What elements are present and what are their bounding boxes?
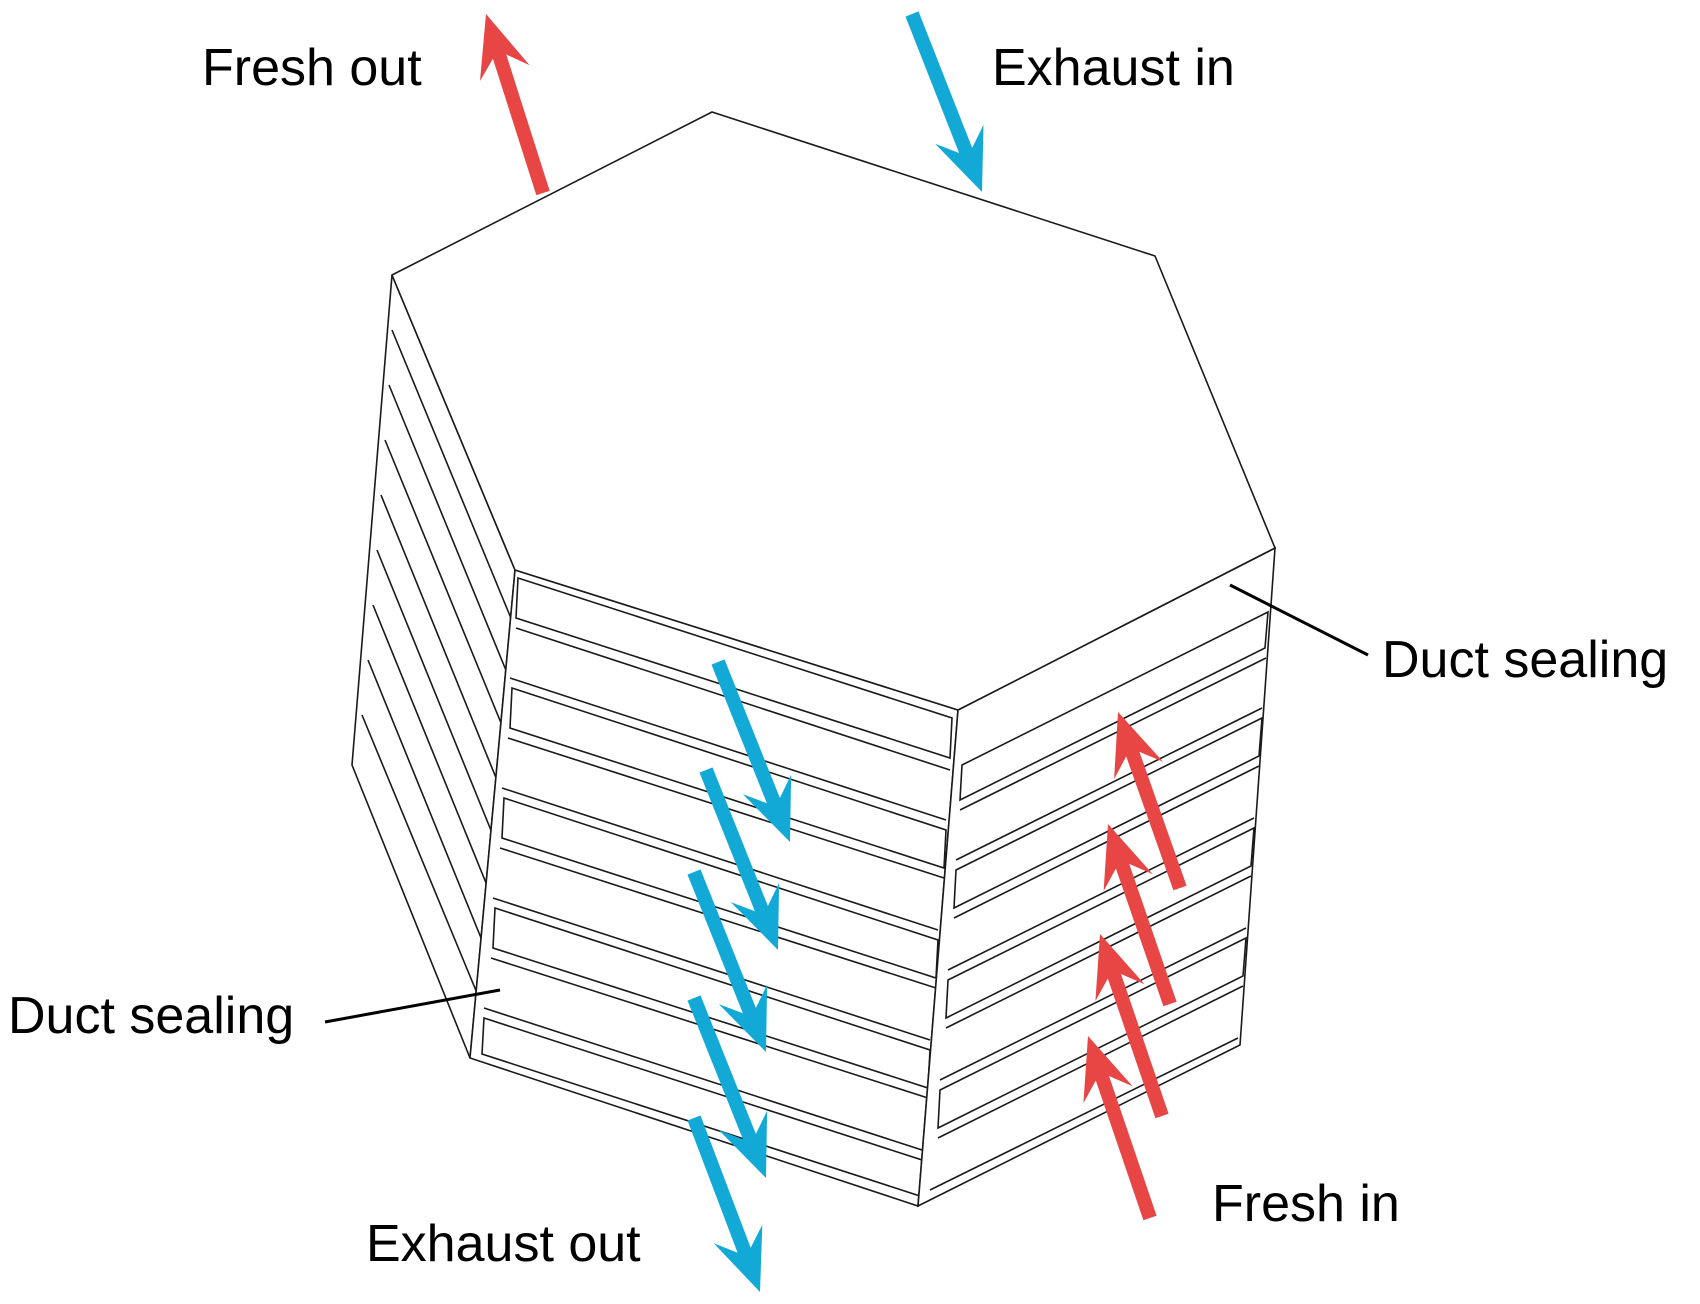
exhaust-arrow-4 <box>687 995 768 1178</box>
fresh-out-label: Fresh out <box>202 39 422 97</box>
exhaust-arrow-3 <box>687 869 768 1052</box>
fresh-arrow-1 <box>1114 712 1187 891</box>
duct-sealing-left-label: Duct sealing <box>8 987 295 1045</box>
fresh-in-arrow <box>1083 1036 1157 1221</box>
fresh-arrow-2 <box>1103 824 1177 1007</box>
duct-sealing-left-leader <box>324 988 501 1024</box>
left-side-face <box>351 274 516 1059</box>
front-right-face <box>917 546 1276 1208</box>
exhaust-in-label: Exhaust in <box>992 39 1235 97</box>
fresh-in-label: Fresh in <box>1212 1175 1400 1233</box>
flow-arrows <box>480 11 1187 1292</box>
fresh-arrow-3 <box>1095 934 1169 1119</box>
duct-sealing-right-label: Duct sealing <box>1382 631 1669 689</box>
exhaust-arrow-1 <box>711 659 792 842</box>
exhaust-arrow-2 <box>699 767 780 950</box>
fresh-out-arrow <box>480 14 550 196</box>
exhaust-out-arrow <box>687 1115 763 1292</box>
duct-sealing-right-leader <box>1229 583 1369 657</box>
top-hexagon-face <box>390 111 1277 711</box>
exhaust-out-label: Exhaust out <box>366 1215 641 1273</box>
exhaust-in-arrow <box>905 11 984 193</box>
